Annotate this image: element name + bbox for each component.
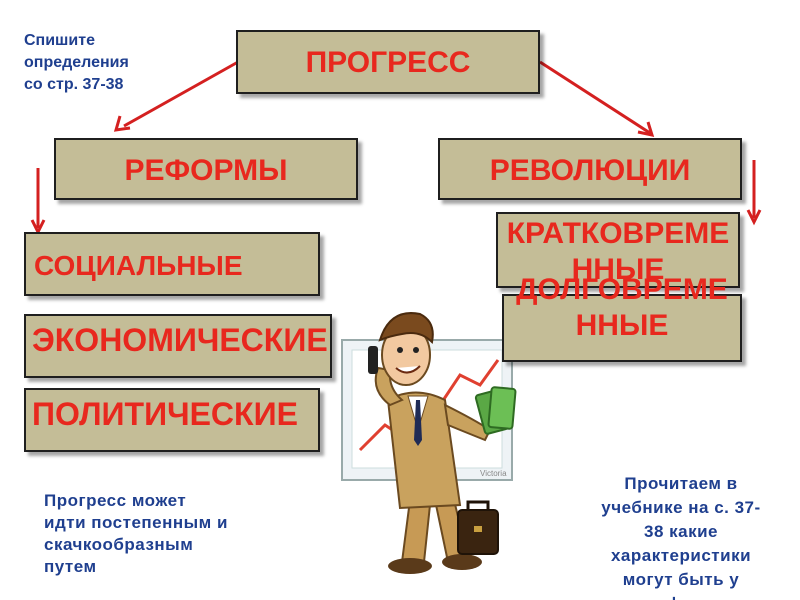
economic-label: ЭКОНОМИЧЕСКИЕ [32, 322, 328, 358]
progress-note: Прогресс может идти постепенным и скачко… [44, 490, 228, 578]
social-label: СОЦИАЛЬНЫЕ [34, 250, 243, 281]
reforms-box: РЕФОРМЫ [54, 138, 358, 200]
short-term-label: КРАТКОВРЕМЕННЫЕ [506, 217, 730, 286]
short-term-box: КРАТКОВРЕМЕННЫЕ [496, 212, 740, 288]
phone-icon [368, 346, 378, 374]
briefcase-icon [457, 500, 499, 555]
economic-box: ЭКОНОМИЧЕСКИЕ [24, 314, 332, 378]
instruction-line: со стр. 37-38 [24, 76, 124, 93]
reading-task-line: характеристики [610, 546, 752, 565]
reading-task-line: могут быть у [622, 570, 740, 589]
reforms-label: РЕФОРМЫ [124, 154, 288, 187]
reading-task-line: Прочитаем в [624, 474, 738, 493]
reading-task-line: 38 какие [643, 522, 718, 541]
progress-note-line: скачкообразным [44, 535, 194, 554]
instruction-note: Спишите определения со стр. 37-38 [24, 30, 129, 96]
revolutions-box: РЕВОЛЮЦИИ [438, 138, 742, 200]
reading-task-note: Прочитаем в учебнике на с. 37- 38 какие … [566, 472, 796, 600]
reading-task-line: реформ [566, 592, 796, 600]
progress-box: ПРОГРЕСС [236, 30, 540, 94]
long-term-box-frame [502, 294, 742, 362]
revolutions-label: РЕВОЛЮЦИИ [489, 154, 691, 187]
progress-note-line: Прогресс может [44, 491, 187, 510]
progress-note-line: путем [44, 557, 97, 576]
board-caption: Victoria [480, 469, 507, 478]
instruction-line: Спишите [24, 32, 95, 49]
political-label: ПОЛИТИЧЕСКИЕ [32, 396, 298, 432]
money-bills-icon [474, 386, 517, 435]
instruction-line: определения [24, 54, 129, 71]
businessman-illustration: Victoria [341, 312, 517, 574]
reading-task-line: учебнике на с. 37- [601, 498, 761, 517]
long-term-box: ДОЛГОВРЕМЕННЫЕ [502, 272, 742, 342]
progress-note-line: идти постепенным и [44, 513, 228, 532]
long-term-label: ДОЛГОВРЕМЕННЫЕ [516, 273, 728, 342]
progress-label: ПРОГРЕСС [305, 46, 471, 79]
social-box: СОЦИАЛЬНЫЕ [24, 232, 320, 296]
political-box: ПОЛИТИЧЕСКИЕ [24, 388, 320, 452]
